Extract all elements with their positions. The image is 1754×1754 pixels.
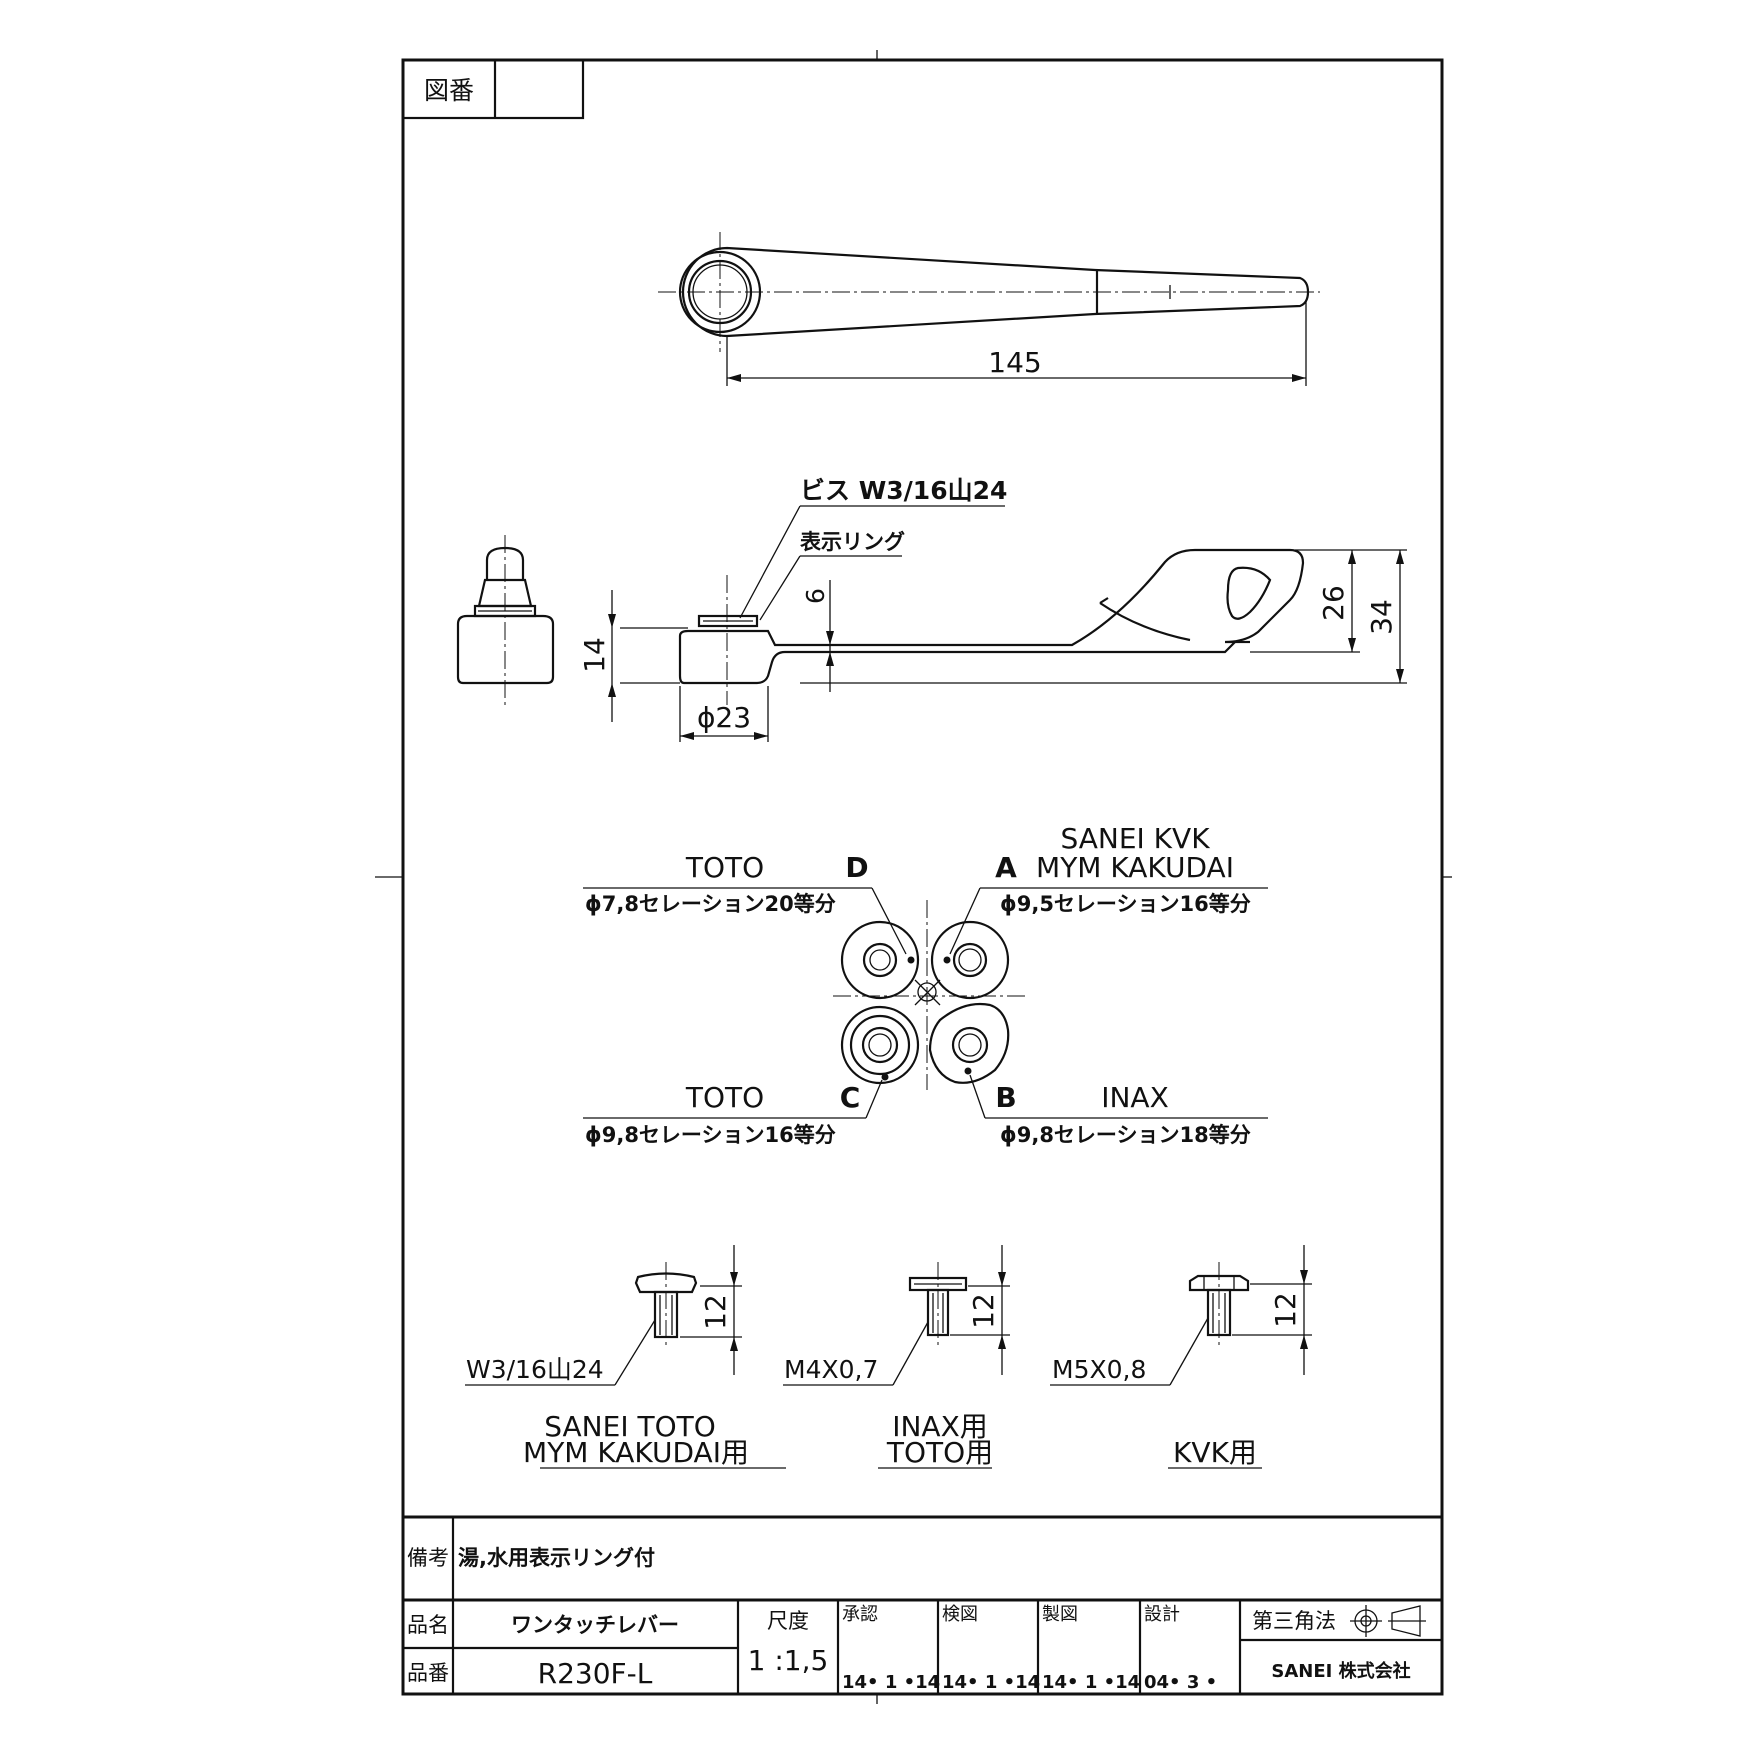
screw-m5: 12 M5X0,8 KVK用	[1050, 1245, 1312, 1469]
lever-top-view: 145	[658, 232, 1320, 386]
sheet-border	[401, 58, 1444, 1696]
screw-2-use-2: TOTO用	[886, 1436, 993, 1469]
serration-b-maker: INAX	[1101, 1081, 1169, 1114]
serration-d-letter: D	[845, 851, 868, 884]
screw-2-dim: 12	[967, 1293, 1000, 1329]
part-label: 品番	[407, 1661, 449, 1685]
serration-c-spec: ϕ9,8セレーション16等分	[585, 1123, 836, 1147]
ring-label: 表示リング	[800, 530, 905, 554]
name-label: 品名	[407, 1613, 449, 1637]
serration-a-spec: ϕ9,5セレーション16等分	[1000, 892, 1251, 916]
screw-w3-16: 12 W3/16山24 SANEI TOTO MYM KAKUDAI用	[465, 1245, 786, 1469]
screw-1-use-1: SANEI TOTO	[544, 1410, 716, 1443]
approved-label: 承認	[842, 1604, 878, 1625]
screw-3-dim: 12	[1269, 1292, 1302, 1328]
lever-side-view: 14 6 26 34 ϕ23 ビス W3/16山24 表示リング	[578, 476, 1407, 742]
name-value: ワンタッチレバー	[511, 1613, 679, 1637]
screw-2-use-1: INAX用	[892, 1410, 988, 1443]
title-block: 備考 湯,水用表示リング付 品名 ワンタッチレバー 品番 R230F-L 尺度 …	[403, 1515, 1442, 1694]
dim-height-14: 14	[578, 637, 611, 673]
company-name: SANEI 株式会社	[1271, 1660, 1410, 1682]
scale-value: 1 :1,5	[748, 1644, 829, 1677]
stem-side-view	[456, 535, 555, 705]
part-value: R230F-L	[538, 1657, 653, 1690]
serration-detail: TOTO D ϕ7,8セレーション20等分 SANEI KVK A MYM KA…	[583, 822, 1268, 1147]
screw-m4: 12 M4X0,7 INAX用 TOTO用	[783, 1245, 1010, 1469]
dim-length-145: 145	[988, 346, 1041, 379]
dim-6: 6	[801, 588, 830, 604]
design-label: 設計	[1144, 1604, 1180, 1625]
screw-1-thread: W3/16山24	[466, 1355, 604, 1384]
remarks-label: 備考	[407, 1546, 449, 1570]
checked-label: 検図	[942, 1604, 978, 1625]
remarks-value: 湯,水用表示リング付	[458, 1546, 655, 1570]
third-angle-projection-icon	[1350, 1605, 1426, 1637]
serration-b-spec: ϕ9,8セレーション18等分	[1000, 1123, 1251, 1147]
screw-2-thread: M4X0,7	[784, 1355, 878, 1384]
dim-34: 34	[1365, 599, 1398, 635]
screw-3-thread: M5X0,8	[1052, 1355, 1146, 1384]
centering-marks	[375, 50, 1452, 1704]
serration-c-letter: C	[840, 1081, 861, 1114]
serration-a-letter: A	[995, 851, 1017, 884]
drawing-number-label: 図番	[424, 76, 474, 105]
serration-b-letter: B	[995, 1081, 1016, 1114]
screw-1-dim: 12	[699, 1294, 732, 1330]
serration-a-maker-2: MYM KAKUDAI	[1036, 851, 1234, 884]
serration-a-maker-1: SANEI KVK	[1060, 822, 1210, 855]
serration-d-maker: TOTO	[685, 851, 764, 884]
projection-label: 第三角法	[1252, 1609, 1336, 1633]
drawn-date: 14• 1 •14	[1042, 1672, 1140, 1693]
screw-1-use-2: MYM KAKUDAI用	[523, 1436, 749, 1469]
dim-26: 26	[1317, 585, 1350, 621]
screw-label: ビス W3/16山24	[800, 476, 1007, 505]
serration-d-spec: ϕ7,8セレーション20等分	[585, 892, 836, 916]
drawn-label: 製図	[1042, 1604, 1078, 1625]
design-date: 04• 3 •	[1144, 1672, 1217, 1693]
screw-3-use-2: KVK用	[1173, 1436, 1257, 1469]
scale-label: 尺度	[767, 1609, 809, 1633]
dim-diameter-23: ϕ23	[697, 701, 751, 734]
approved-date: 14• 1 •14	[842, 1672, 940, 1693]
drawing-number-box: 図番	[401, 58, 585, 120]
checked-date: 14• 1 •14	[942, 1672, 1040, 1693]
serration-c-maker: TOTO	[685, 1081, 764, 1114]
